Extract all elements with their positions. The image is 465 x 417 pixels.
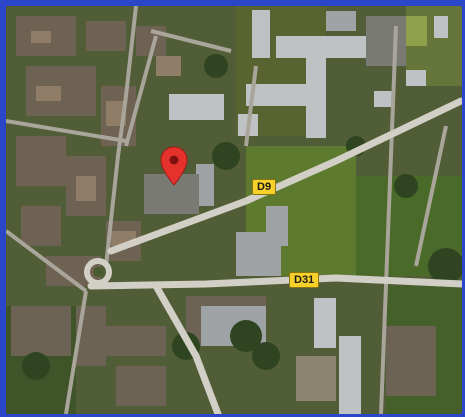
road-d9	[107, 97, 462, 255]
roundabout	[84, 258, 112, 286]
satellite-map[interactable]: D9 D31	[6, 6, 462, 414]
school-buildings	[169, 10, 448, 414]
road-label-d9: D9	[252, 179, 277, 195]
location-pin-icon[interactable]	[160, 146, 188, 186]
road-label-d31: D31	[289, 272, 320, 288]
satellite-imagery	[6, 6, 462, 414]
road-d31	[87, 274, 462, 290]
